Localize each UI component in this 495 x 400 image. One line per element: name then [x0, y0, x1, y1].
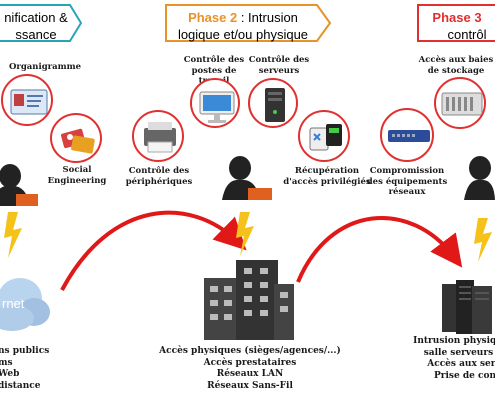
monitor-icon	[199, 91, 235, 123]
printer-icon	[144, 122, 176, 153]
phase-2-label-2: logique et/ou physique	[177, 27, 309, 42]
hacker-icon	[222, 156, 272, 200]
right-access-list: Intrusion physiqu salle serveurs o Accès…	[413, 336, 495, 381]
lightning-bolt-icon	[236, 212, 254, 256]
hacker-icon	[464, 156, 495, 200]
phase-3-label-2: contrôl	[447, 27, 487, 42]
middle-access-list: Accès physiques (sièges/agences/...) Acc…	[159, 346, 341, 391]
phase-2-number: Phase 2	[188, 10, 238, 25]
arc-arrow-phase1-to-phase2	[60, 210, 247, 291]
privileges-circle	[298, 110, 350, 162]
phase-2-arrow-shape	[165, 4, 331, 42]
label-organigramme: Organigramme	[8, 62, 82, 72]
peripheriques-circle	[132, 110, 184, 162]
phase-3-header: Phase 3 contrôl	[417, 4, 495, 42]
phase-3-number: Phase 3	[432, 10, 482, 25]
hacker-icon	[0, 164, 38, 206]
phase-3-arrow-shape	[417, 4, 495, 42]
social-engineering-circle	[50, 113, 102, 163]
phase-2-label: : Intrusion	[237, 10, 298, 25]
phase-1-label-2: ssance	[15, 27, 57, 42]
storage-array-icon	[441, 92, 483, 116]
org-chart-icon	[10, 89, 48, 115]
server-rack-icon	[442, 280, 492, 334]
label-internet: rnet	[2, 296, 25, 311]
left-access-list: ns publics ms Web distance	[0, 346, 50, 391]
baies-circle	[434, 77, 486, 129]
arc-arrow-phase2-to-phase3	[296, 215, 463, 283]
network-switch-icon	[388, 130, 430, 142]
access-card-icon	[309, 124, 342, 151]
postes-circle	[190, 78, 240, 128]
organigramme-circle	[1, 74, 53, 126]
phase-1-header: nification & ssance	[0, 4, 82, 42]
phase-1-label: nification &	[4, 10, 68, 25]
lightning-bolt-icon	[4, 212, 22, 258]
lightning-bolt-icon	[474, 218, 492, 262]
server-icon	[265, 88, 285, 122]
id-cards-icon	[61, 128, 95, 154]
internet-cloud-icon	[0, 278, 50, 331]
phase-1-arrow-shape	[0, 4, 82, 42]
phase-2-header: Phase 2 : Intrusion logique et/ou physiq…	[165, 4, 331, 42]
serveurs-circle	[248, 78, 298, 128]
office-building-icon	[204, 260, 294, 340]
equipements-circle	[380, 108, 434, 162]
